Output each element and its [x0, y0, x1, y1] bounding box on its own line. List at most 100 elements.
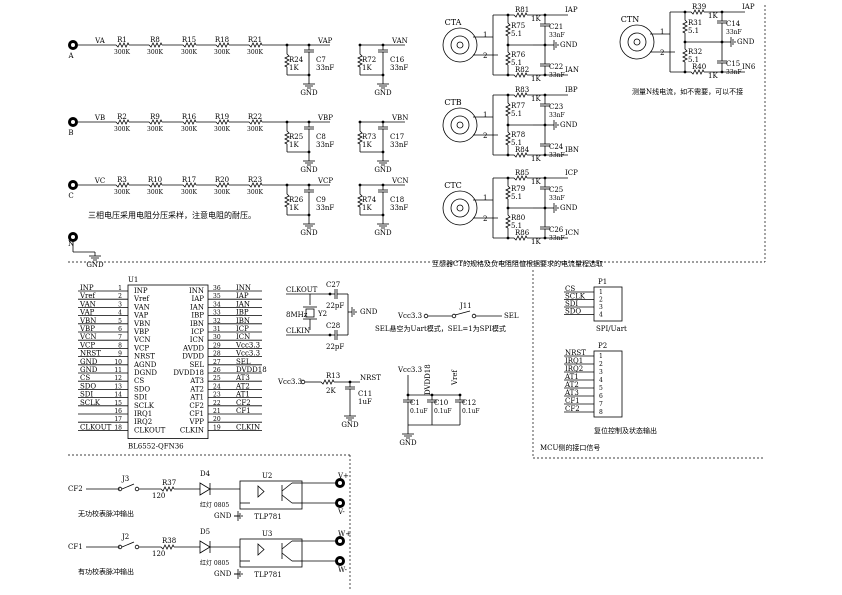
- connector-p1: [593, 286, 623, 322]
- output-net-label: ICN: [565, 229, 579, 237]
- opto-led: [257, 485, 265, 498]
- series-resistor: [148, 42, 163, 48]
- pulse-out-label: V-: [337, 508, 345, 516]
- crystal-ref: Y2: [317, 310, 327, 318]
- connector-pin: 1: [599, 353, 603, 360]
- ground-label: GND: [300, 229, 318, 237]
- resistor-value: 300K: [114, 126, 130, 133]
- cap-ref: C11: [358, 390, 372, 398]
- series-resistor: [115, 42, 130, 48]
- led-label: 红灯 0805: [200, 559, 229, 567]
- pin-name: AGND: [133, 361, 157, 369]
- resistor-ref: R83: [515, 86, 529, 94]
- resistor-ref: R9: [150, 113, 160, 121]
- resistor-value: 1K: [708, 72, 718, 80]
- ct-pin-label: 2: [483, 132, 487, 140]
- pin-net: CF1: [236, 407, 251, 415]
- opto-part: TLP781: [254, 513, 281, 521]
- pin-name: VCN: [133, 336, 151, 344]
- clkin-label: CLKIN: [286, 327, 310, 335]
- phase-terminal: [71, 183, 75, 187]
- burden-resistor: [682, 19, 688, 34]
- resistor-value: 1K: [531, 75, 541, 83]
- connector-net: SDO: [565, 308, 581, 316]
- resistor-ref: R72: [362, 56, 376, 64]
- chip-body: [127, 284, 209, 440]
- phase-net-label: VA: [94, 37, 106, 45]
- pulse-net: CF1: [68, 543, 83, 551]
- jumper: [454, 310, 471, 316]
- pin-name: DVDD18: [173, 369, 204, 377]
- pin-name: IBP: [191, 312, 204, 320]
- shunt-resistor: [357, 193, 363, 208]
- vcc-label: Vcc3.3: [277, 378, 302, 386]
- reset-resistor: [320, 379, 335, 385]
- nrst-label: NRST: [360, 374, 381, 382]
- ctn-note: 测量N线电流，如不需要，可以不接: [632, 87, 743, 96]
- resistor-ref: R26: [289, 196, 304, 204]
- ground-label: GND: [560, 121, 578, 129]
- resistor-ref: R21: [248, 36, 262, 44]
- series-resistor: [182, 182, 197, 188]
- pin-number: 13: [114, 383, 122, 390]
- output-net-label: IN6: [742, 63, 756, 71]
- pin-name: VAP: [133, 312, 149, 320]
- series-resistor: [215, 42, 230, 48]
- pin-number: 2: [118, 293, 122, 300]
- current-transformer: [450, 35, 470, 55]
- pin-number: 20: [213, 416, 221, 423]
- pin-number: 32: [213, 318, 221, 325]
- opto-transistor: [281, 482, 293, 492]
- resistor-ref: R73: [362, 133, 376, 141]
- current-resistor: [513, 72, 528, 78]
- resistor-value: 5.1: [511, 30, 522, 38]
- output-net-label: IAP: [742, 3, 755, 11]
- opto-ref: U2: [262, 472, 272, 480]
- burden-resistor: [505, 214, 511, 229]
- output-net-label: IBN: [565, 146, 579, 154]
- ct-label: CTA: [445, 18, 462, 27]
- output-net-label: IAN: [565, 66, 579, 74]
- resistor-ref: R10: [148, 176, 162, 184]
- connector-net: AT2: [564, 381, 579, 389]
- ground-label: GND: [374, 166, 392, 174]
- pin-name: SDO: [134, 385, 150, 393]
- pin-name: VBN: [133, 320, 150, 328]
- cap-value: 33nF: [390, 64, 408, 72]
- pin-net: IAN: [236, 300, 250, 308]
- pin-name: AVDD: [182, 344, 204, 352]
- series-resistor: [148, 182, 163, 188]
- ct-pin-label: 2: [483, 52, 487, 60]
- pin-net: SDI: [80, 391, 93, 399]
- series-resistor: [215, 119, 230, 125]
- resistor-ref: R16: [182, 113, 197, 121]
- shunt-resistor: [284, 193, 290, 208]
- current-transformer: [442, 190, 478, 226]
- pin-number: 9: [118, 351, 122, 358]
- pin-net: GND: [80, 358, 98, 366]
- ct-label: CTN: [621, 15, 639, 24]
- ct-pin-label: 2: [483, 215, 487, 223]
- chip-part: BL6552-QFN36: [128, 443, 184, 451]
- pin-name: INN: [189, 287, 204, 295]
- current-transformer: [456, 121, 464, 129]
- pin-number: 35: [213, 293, 221, 300]
- shunt-resistor: [284, 53, 290, 68]
- optocoupler: [239, 480, 303, 510]
- burden-resistor: [505, 102, 511, 117]
- connector-pin: 1: [599, 289, 603, 296]
- ground-label: GND: [560, 41, 578, 49]
- series-resistor: [182, 42, 197, 48]
- phase-terminal-label: C: [68, 192, 73, 200]
- led-resistor: [160, 486, 175, 492]
- cap-value: 22pF: [326, 302, 344, 310]
- resistor-value: 300K: [181, 126, 197, 133]
- output-net-label: IBP: [565, 86, 578, 94]
- cap-ref: C9: [316, 196, 326, 204]
- resistor-value: 300K: [114, 49, 130, 56]
- jumper: [471, 313, 477, 319]
- resistor-ref: R78: [511, 131, 525, 139]
- connector-label: 复位控制及状态输出: [594, 426, 657, 435]
- resistor-value: 1K: [289, 64, 299, 72]
- ct-footnote: 互感器CT的规格及负电阻阻值根据要求的电流量程选取: [432, 259, 603, 268]
